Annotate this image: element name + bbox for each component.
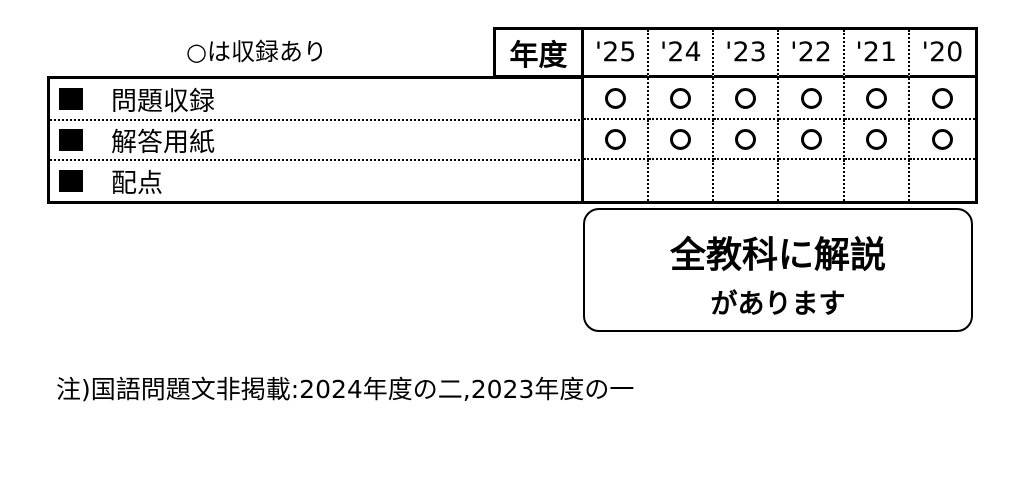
mark-cell [649, 120, 715, 160]
note-subtitle: があります [710, 289, 846, 320]
year-header-cell: '20 [909, 30, 975, 78]
mark-cell [714, 78, 780, 120]
square-bullet-icon [59, 88, 83, 110]
mark-cell [844, 120, 910, 160]
year-header-cell: '23 [714, 30, 780, 78]
item-row-answer-sheet: 解答用紙 [50, 121, 584, 161]
year-header-cell: '21 [844, 30, 910, 78]
item-row-points: 配点 [50, 161, 584, 201]
circle-mark-icon [670, 87, 692, 109]
square-bullet-icon [59, 170, 83, 192]
circle-mark-icon [605, 87, 627, 109]
mark-cell [779, 120, 845, 160]
mark-cell [649, 78, 715, 120]
circle-mark-icon [931, 128, 953, 150]
mark-cell [714, 120, 780, 160]
footnote: 注)国語問題文非掲載:2024年度の二,2023年度の一 [56, 375, 635, 404]
mark-cell [584, 160, 650, 201]
legend-text: ○は収録あり [186, 38, 327, 66]
mark-cell [779, 160, 845, 201]
circle-mark-icon [735, 128, 757, 150]
year-availability-grid: '25'24'23'22'21'20 [581, 27, 978, 204]
mark-cell [584, 78, 650, 120]
mark-cell [909, 120, 975, 160]
circle-mark-icon [800, 128, 822, 150]
circle-mark-icon [865, 87, 887, 109]
circle-mark-icon [670, 128, 692, 150]
circle-mark-icon [605, 128, 627, 150]
mark-cell [649, 160, 715, 201]
item-label: 解答用紙 [111, 127, 216, 158]
circle-mark-icon [865, 128, 887, 150]
square-bullet-icon [59, 129, 83, 151]
year-header-cell: '25 [584, 30, 650, 78]
item-label: 配点 [111, 168, 164, 199]
mark-cell [779, 78, 845, 120]
mark-cell [714, 160, 780, 201]
year-header-cell: '22 [779, 30, 845, 78]
mark-cell [845, 160, 910, 201]
year-header-cell: '24 [649, 30, 715, 78]
content-item-list: 問題収録 解答用紙 配点 [47, 76, 584, 204]
circle-mark-icon [735, 87, 757, 109]
note-title: 全教科に解説 [669, 235, 886, 276]
item-row-questions: 問題収録 [50, 79, 584, 121]
mark-cell [584, 120, 650, 160]
circle-mark-icon [800, 87, 822, 109]
year-header-label: 年度 [493, 27, 581, 78]
item-label: 問題収録 [111, 86, 216, 117]
mark-cell [910, 160, 975, 201]
mark-cell [844, 78, 910, 120]
mark-cell [909, 78, 975, 120]
explanation-note-box: 全教科に解説 があります [583, 208, 973, 332]
circle-mark-icon [931, 87, 953, 109]
